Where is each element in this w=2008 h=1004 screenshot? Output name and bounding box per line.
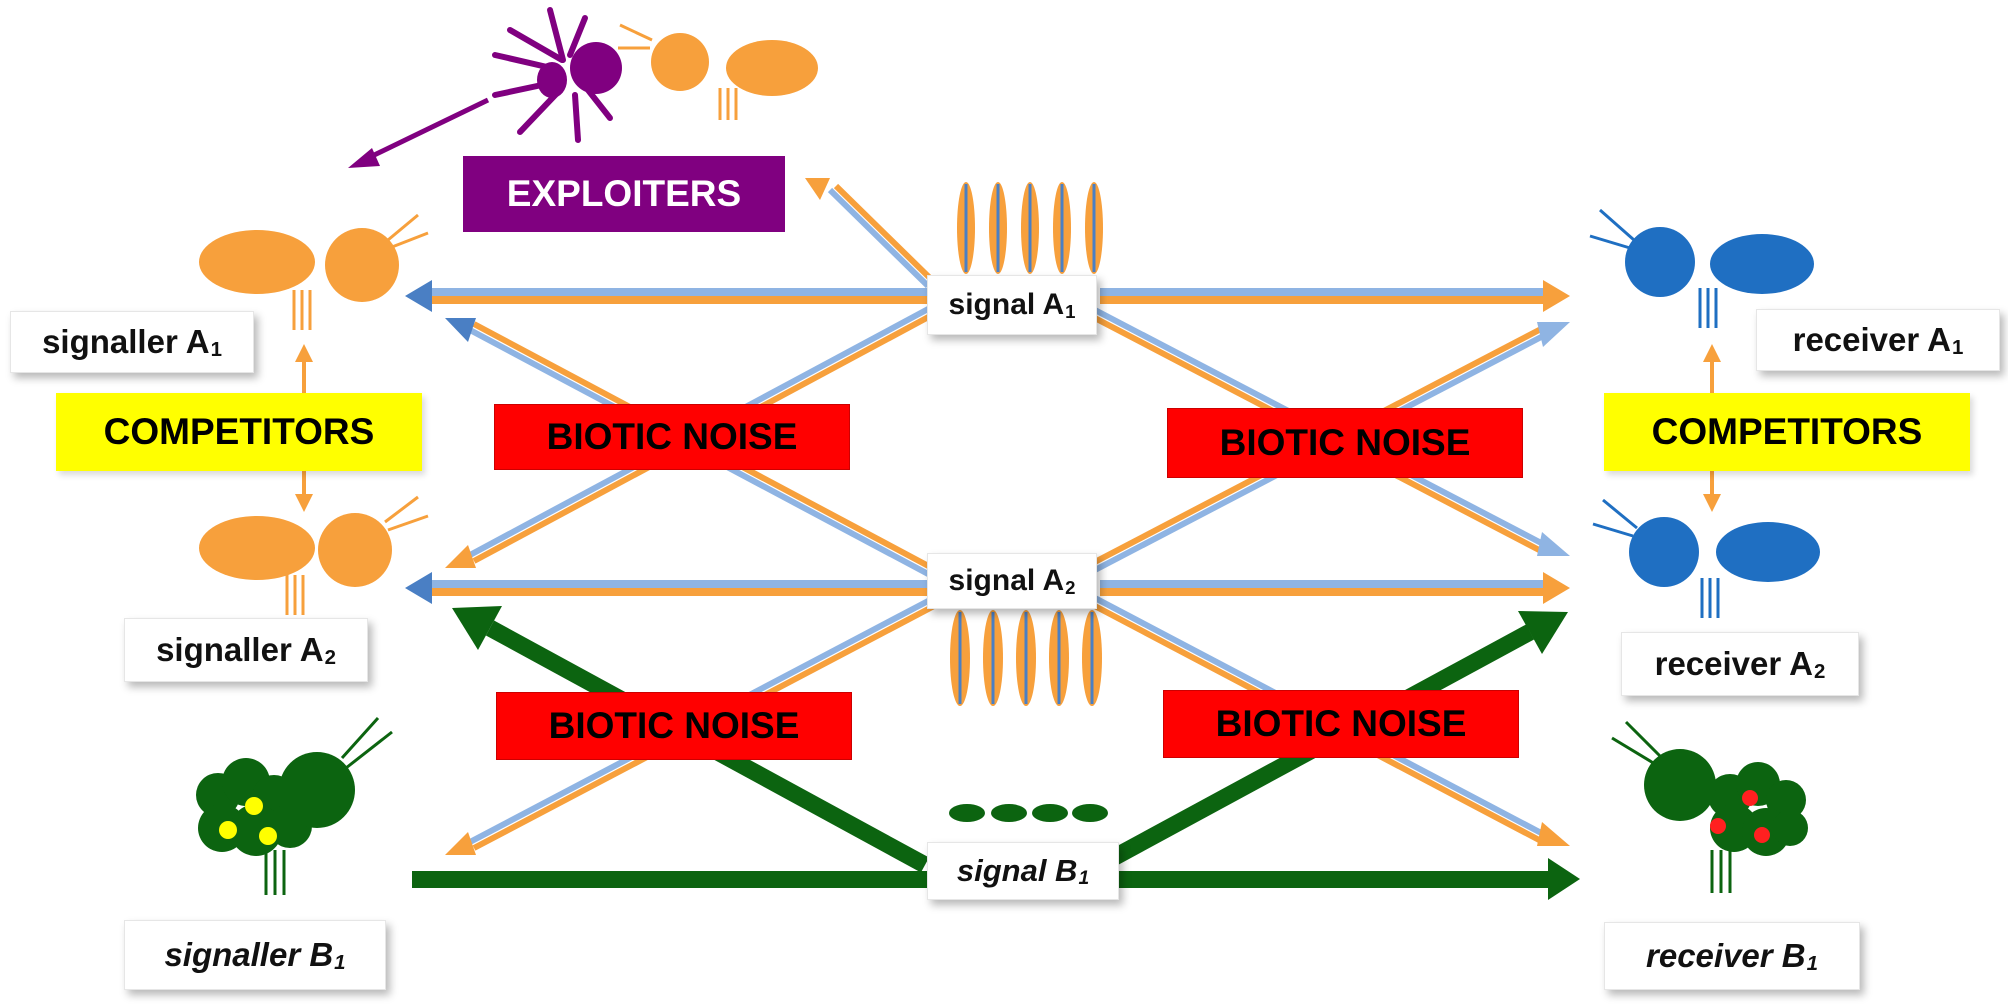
signal-b1-glyph bbox=[949, 804, 1108, 822]
signaller-b1-icon bbox=[196, 716, 393, 895]
competitors-left-label: COMPETITORS bbox=[56, 393, 422, 471]
signal-b1-subscript: 1 bbox=[1078, 867, 1090, 889]
exploiter-insect-icon bbox=[618, 23, 818, 120]
signal-b1-text: signal B bbox=[956, 853, 1078, 888]
receiver-a2-icon bbox=[1592, 498, 1820, 618]
biotic-noise-label: BIOTIC NOISE bbox=[496, 692, 852, 760]
signal-a2-text: signal A bbox=[948, 564, 1065, 597]
signal-a2-glyph bbox=[950, 610, 1102, 706]
signaller-a2-subscript: 2 bbox=[324, 646, 336, 670]
biotic-noise-label: BIOTIC NOISE bbox=[494, 404, 850, 470]
exploiters-text: EXPLOITERS bbox=[506, 173, 742, 214]
exploiters-label: EXPLOITERS bbox=[463, 156, 785, 232]
arrow-signal-a2-to-receiver-a2 bbox=[1100, 572, 1570, 604]
competitors-right-label: COMPETITORS bbox=[1604, 393, 1970, 471]
receiver-a1-icon bbox=[1589, 208, 1814, 328]
arrow-signal-a1-to-signaller-a1 bbox=[405, 280, 930, 312]
signal-a1-subscript: 1 bbox=[1065, 301, 1076, 323]
biotic-noise-text: BIOTIC NOISE bbox=[1215, 703, 1467, 744]
signaller-b1-subscript: 1 bbox=[334, 951, 346, 975]
competitors-left-text: COMPETITORS bbox=[103, 411, 375, 452]
signal-a1-text: signal A bbox=[948, 288, 1065, 321]
biotic-noise-label: BIOTIC NOISE bbox=[1167, 408, 1523, 478]
signaller-a1-icon bbox=[199, 213, 429, 330]
arrow-signal-a1-to-exploiters bbox=[805, 178, 937, 289]
receiver-a1-subscript: 1 bbox=[1952, 336, 1964, 360]
receiver-a1-text: receiver A bbox=[1792, 321, 1952, 358]
signal-a2-subscript: 2 bbox=[1065, 577, 1076, 599]
spider-icon bbox=[492, 7, 622, 143]
signal-a1-glyph bbox=[957, 182, 1103, 274]
biotic-noise-text: BIOTIC NOISE bbox=[1219, 422, 1471, 463]
receiver-b1-subscript: 1 bbox=[1806, 952, 1818, 976]
signaller-a2-text: signaller A bbox=[156, 631, 324, 668]
receiver-b1-text: receiver B bbox=[1646, 937, 1806, 974]
arrow-signal-a1-to-receiver-a1 bbox=[1100, 280, 1570, 312]
signaller-a1-subscript: 1 bbox=[210, 338, 222, 362]
biotic-noise-text: BIOTIC NOISE bbox=[546, 416, 798, 457]
signaller-a1-text: signaller A bbox=[42, 323, 210, 360]
signaller-a2-icon bbox=[199, 495, 429, 615]
biotic-noise-label: BIOTIC NOISE bbox=[1163, 690, 1519, 758]
receiver-a2-subscript: 2 bbox=[1814, 660, 1826, 684]
arrow-signal-a2-to-signaller-a2 bbox=[405, 572, 930, 604]
competitors-right-text: COMPETITORS bbox=[1651, 411, 1923, 452]
biotic-noise-text: BIOTIC NOISE bbox=[548, 705, 800, 746]
receiver-a2-text: receiver A bbox=[1654, 645, 1814, 682]
exploiter-arrow bbox=[348, 97, 490, 168]
signaller-b1-text: signaller B bbox=[164, 936, 334, 973]
receiver-b1-icon bbox=[1611, 720, 1808, 893]
